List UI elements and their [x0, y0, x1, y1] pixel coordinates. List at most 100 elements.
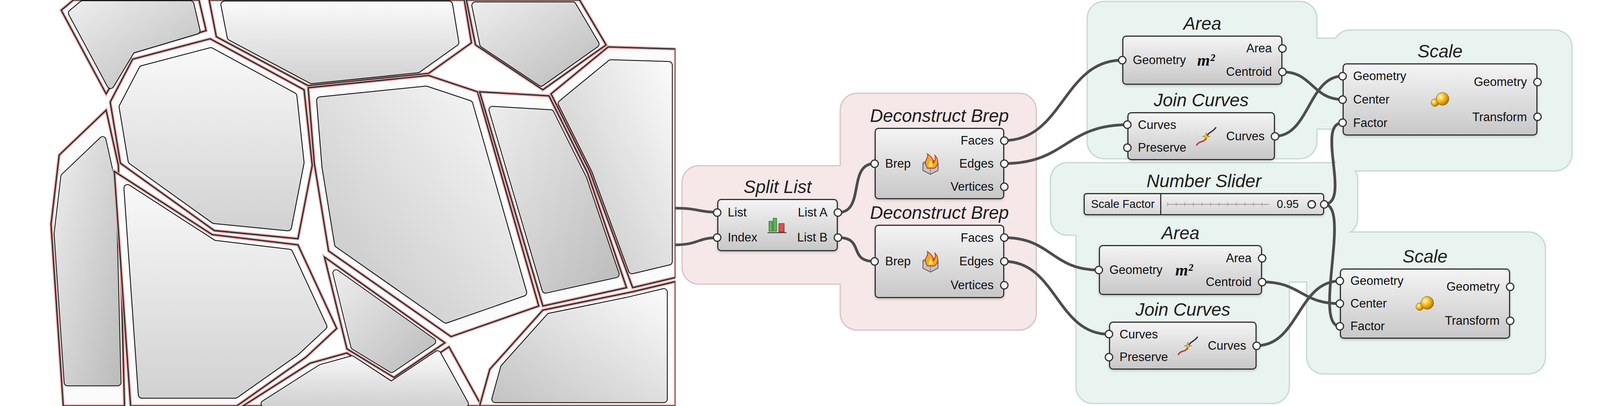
icon-part [765, 212, 790, 238]
icon-part [1175, 333, 1200, 358]
group-fill [1333, 30, 1572, 171]
icon-part [1435, 92, 1449, 106]
icon-part [1194, 124, 1219, 149]
panel-face [492, 109, 616, 290]
group-fill [682, 166, 868, 284]
output-port [1000, 233, 1009, 242]
output-label: Vertices [950, 179, 994, 194]
output-label: Faces [960, 230, 994, 245]
input-port [1117, 55, 1127, 65]
cell-halo [479, 91, 627, 306]
output-port [1257, 253, 1267, 263]
cell-frame [479, 91, 627, 306]
component-title: Scale [1417, 41, 1463, 62]
input-label: Center [1350, 296, 1387, 311]
cell-panel [264, 353, 465, 404]
input-label: Factor [1353, 115, 1388, 131]
output-port [1533, 77, 1542, 87]
input-label: Geometry [1353, 68, 1407, 84]
icon-part [769, 221, 773, 231]
cell-panel [57, 139, 118, 383]
input-port [1123, 120, 1132, 129]
output-port [1278, 67, 1287, 77]
group-fill [1307, 232, 1545, 374]
component-title: Area [1161, 222, 1200, 244]
wire [1275, 76, 1343, 137]
panel-face [127, 187, 324, 395]
panel-edge [57, 139, 118, 383]
component-box: Join CurvesCurvesPreserveCurves [1127, 112, 1275, 161]
wire [1262, 282, 1340, 304]
wire [1256, 280, 1340, 346]
component-icon [1412, 291, 1437, 316]
output-label: Area [1246, 41, 1272, 56]
output-port [1252, 341, 1261, 350]
input-label: List [727, 205, 747, 220]
input-label: Brep [885, 253, 911, 269]
component-icon [1194, 124, 1219, 149]
input-label: Factor [1350, 318, 1385, 334]
output-port [1000, 182, 1009, 192]
wire [1004, 60, 1123, 141]
cell-frame [479, 281, 676, 406]
wire [837, 237, 875, 262]
input-wire [675, 237, 718, 245]
output-port [1270, 132, 1280, 141]
icon-part [1427, 87, 1452, 112]
group-edge [682, 166, 868, 284]
component-title: Join Curves [1135, 299, 1231, 320]
icon-part [1183, 341, 1192, 350]
input-label: Index [727, 230, 758, 245]
slider-divider [1160, 194, 1162, 215]
output-port [1505, 282, 1515, 292]
output-label: Curves [1226, 128, 1265, 144]
output-label: Transform [1472, 109, 1527, 125]
input-port [870, 257, 879, 266]
panel-face [264, 353, 465, 404]
component-icon [918, 151, 943, 176]
icon-part [928, 258, 933, 265]
cell-halo [51, 110, 125, 406]
component-title: Split List [743, 176, 812, 198]
output-port [833, 208, 843, 217]
output-port [1000, 257, 1009, 266]
render-illustration [0, 0, 676, 406]
component-box: Deconstruct BrepBrepFacesEdgesVertices [874, 224, 1005, 299]
cell-halo [242, 346, 482, 406]
input-label: Curves [1119, 326, 1158, 342]
icon-part [1420, 296, 1434, 310]
group-fill [840, 93, 1036, 330]
input-port [1104, 352, 1114, 362]
output-label: Faces [960, 133, 994, 148]
group-fill [1076, 203, 1289, 403]
group-fill [1275, 210, 1327, 282]
wire [1324, 204, 1340, 327]
input-port [1335, 321, 1345, 331]
icon-part [925, 153, 938, 168]
input-port [870, 159, 879, 168]
input-port [712, 233, 722, 242]
output-label: Geometry [1473, 74, 1527, 90]
panel-edge [264, 353, 465, 404]
area-icon: m² [1197, 50, 1215, 70]
output-port [1533, 112, 1542, 122]
input-port [1123, 143, 1132, 152]
icon-part [1202, 132, 1210, 140]
icon-part [773, 218, 777, 232]
icon-part [918, 249, 943, 274]
component-box: Split ListListIndexList AList B [717, 198, 838, 252]
component-box: AreaGeometryAreaCentroidm² [1098, 244, 1263, 295]
slider-title: Number Slider [1146, 170, 1262, 192]
panel-face [57, 139, 118, 383]
output-label: Edges [959, 253, 994, 269]
icon-part [1412, 291, 1437, 316]
input-label: Geometry [1109, 262, 1163, 277]
output-port [1319, 200, 1329, 209]
icon-part [1178, 346, 1188, 355]
wire [1004, 124, 1128, 164]
wire [1004, 261, 1109, 334]
input-wire [675, 208, 718, 213]
component-title: Deconstruct Brep [869, 202, 1009, 224]
cell-frame [242, 346, 482, 406]
output-label: Area [1226, 250, 1252, 266]
